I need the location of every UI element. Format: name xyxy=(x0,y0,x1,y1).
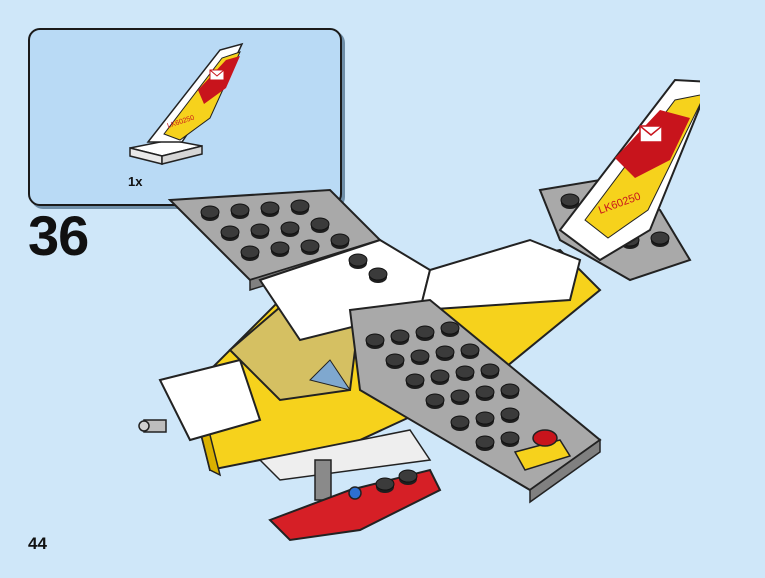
warning-light-icon xyxy=(532,429,558,447)
tail-fin-part: LK60250 xyxy=(129,42,244,165)
envelope-logo-icon xyxy=(209,69,225,81)
envelope-logo-icon xyxy=(639,125,663,143)
propeller-icon xyxy=(138,419,167,433)
callout-quantity: 1x xyxy=(128,174,143,189)
mail-plane-model: LK60250 xyxy=(138,78,700,542)
page-number: 44 xyxy=(28,534,47,553)
nose xyxy=(158,358,262,442)
parts-callout: LK60250 1x xyxy=(28,28,342,206)
step-number: 36 xyxy=(28,204,89,267)
